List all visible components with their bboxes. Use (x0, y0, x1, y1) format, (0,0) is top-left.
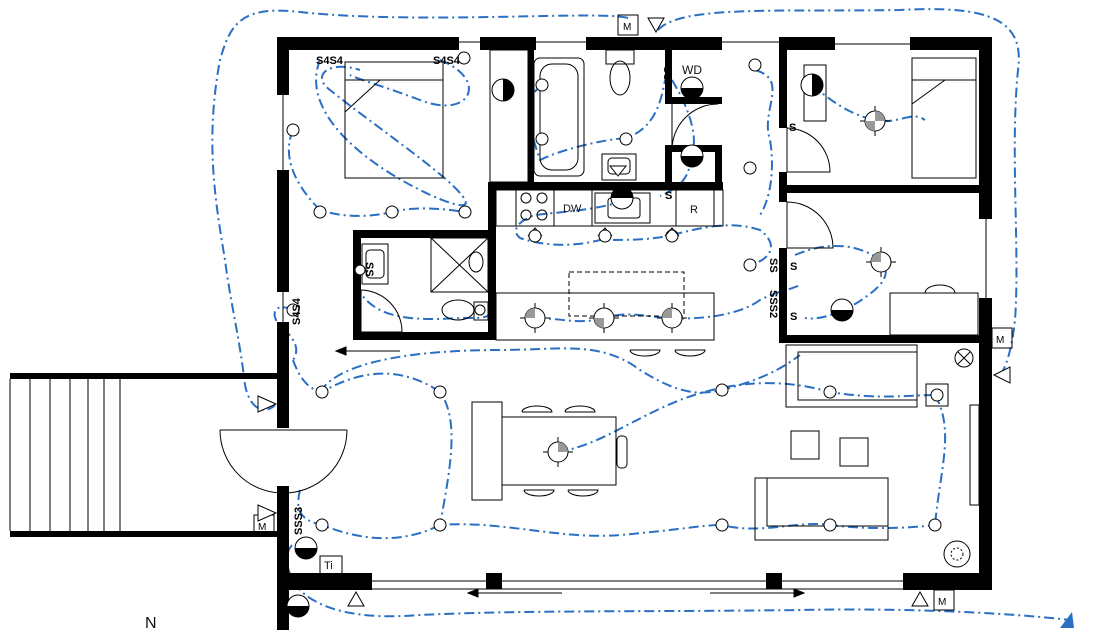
switch-bath: SS (661, 66, 673, 81)
meters: M M M M (253, 14, 1013, 611)
direction-arrows (334, 346, 806, 598)
dishwasher-label: DW (563, 203, 582, 215)
switch-office-mid: SSS2 (767, 290, 779, 318)
wiring-circuits (211, 8, 1071, 621)
appliance-labels: DW R WD Ti (319, 63, 702, 575)
switch-office-s1: S (790, 261, 797, 273)
switch-small-bath: SS (363, 262, 375, 277)
switch-bedroom1-right: S4S4 (433, 55, 461, 67)
north-label: N (145, 615, 157, 630)
wire-arrow-icon (1060, 612, 1074, 628)
switch-kitchen: S (665, 190, 672, 202)
switch-bedroom2: S (789, 122, 796, 134)
switch-hall-west: S4S4 (291, 297, 303, 325)
switch-office-s2: S (790, 311, 797, 323)
washer-dryer-label: WD (682, 63, 702, 77)
furniture (344, 49, 980, 568)
windows-and-lines (282, 41, 987, 590)
switch-entry: SSS3 (293, 507, 305, 535)
tile-heater-label: Ti (324, 560, 333, 572)
switch-bedroom1-left: S4S4 (316, 55, 344, 67)
switch-office-top: SS (767, 258, 779, 273)
refrigerator-label: R (690, 204, 698, 216)
switch-labels: S4S4 S4S4 SS S S SS SSS2 S S SS S4S4 SSS… (291, 55, 797, 535)
light-fixtures (286, 51, 974, 532)
entrance-stairs (9, 373, 277, 537)
walls (277, 37, 992, 630)
meter-east-label: M (996, 335, 1004, 346)
outlet-triangles (257, 17, 1011, 607)
meter-top-label: M (623, 22, 631, 33)
meter-south-label: M (938, 597, 946, 608)
half-filled-fixtures (286, 73, 854, 618)
ceiling-lights (520, 106, 896, 467)
doors (219, 103, 834, 494)
meter-west-label: M (258, 522, 266, 533)
